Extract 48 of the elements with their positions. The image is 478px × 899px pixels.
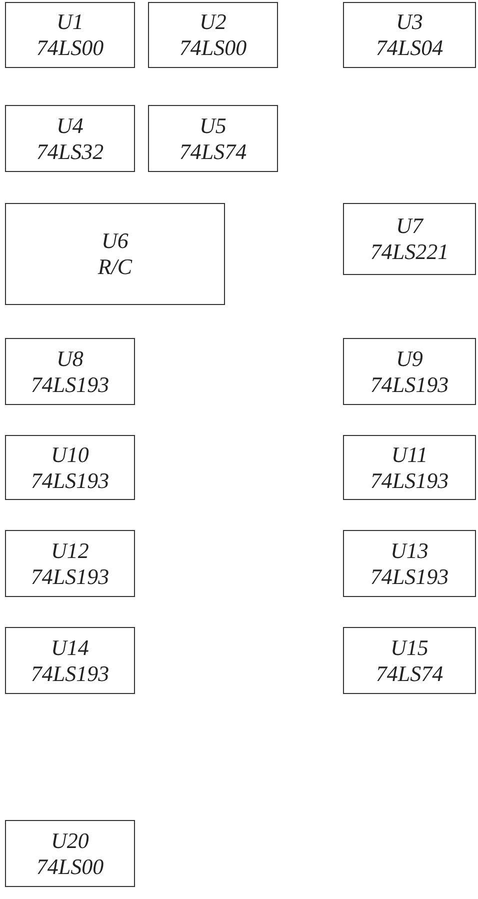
reference-designator: U9 [396, 346, 423, 372]
reference-designator: U6 [102, 228, 128, 254]
part-number: 74LS74 [376, 660, 444, 686]
part-number: R/C [98, 254, 132, 280]
reference-designator: U1 [56, 9, 84, 35]
chip-outline [343, 530, 476, 597]
reference-designator: U20 [51, 828, 89, 854]
chip-outline [148, 2, 278, 68]
part-number: 74LS00 [36, 854, 104, 880]
reference-designator: U15 [390, 634, 428, 660]
part-number: 74LS00 [36, 35, 104, 61]
chip-outline [5, 627, 135, 694]
chip-outline [5, 435, 135, 500]
part-number: 74LS193 [370, 468, 449, 494]
reference-designator: U5 [200, 112, 226, 138]
reference-designator: U2 [200, 9, 226, 35]
chip-outline [5, 530, 135, 597]
reference-designator: U10 [51, 442, 89, 468]
chip-outline [343, 338, 476, 405]
chip-outline [5, 203, 225, 305]
chip-outline [343, 203, 476, 275]
reference-designator: U8 [56, 346, 84, 372]
reference-designator: U12 [51, 538, 89, 564]
reference-designator: U4 [56, 112, 84, 138]
part-number: 74LS74 [179, 138, 247, 164]
part-number: 74LS00 [179, 35, 247, 61]
chip-outline [5, 105, 135, 172]
part-number: 74LS193 [30, 372, 110, 398]
chip-outline [343, 627, 476, 694]
part-number: 74LS193 [370, 372, 449, 398]
part-number: 74LS193 [30, 660, 110, 686]
part-number: 74LS221 [370, 239, 449, 265]
reference-designator: U14 [51, 634, 89, 660]
chip-outline [148, 105, 278, 172]
chip-outline [5, 338, 135, 405]
reference-designator: U11 [391, 442, 428, 468]
part-number: 74LS193 [370, 564, 449, 590]
part-number: 74LS193 [30, 468, 110, 494]
reference-designator: U3 [396, 9, 423, 35]
chip-outline [343, 2, 476, 68]
reference-designator: U7 [396, 213, 423, 239]
chip-outline [5, 2, 135, 68]
chip-outline [5, 820, 135, 887]
reference-designator: U13 [390, 538, 428, 564]
part-number: 74LS04 [376, 35, 444, 61]
part-number: 74LS32 [36, 138, 104, 164]
chip-outline [343, 435, 476, 500]
part-number: 74LS193 [30, 564, 110, 590]
